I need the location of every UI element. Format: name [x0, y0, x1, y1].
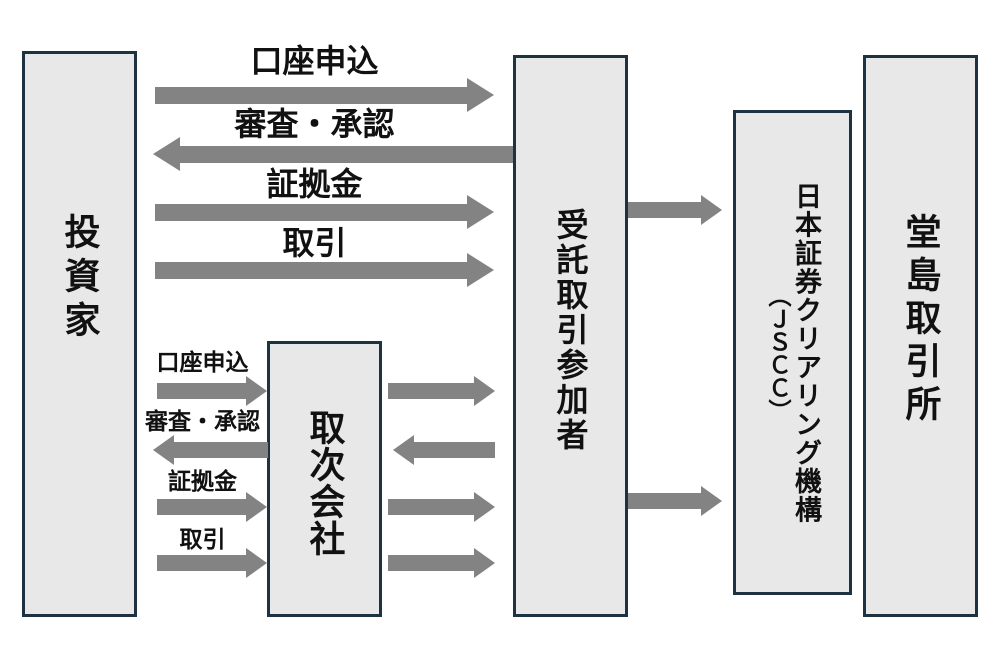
arrow-review-approval-participant-to-investor	[153, 137, 513, 171]
box-agent: 取次会社	[267, 341, 382, 617]
arrow-margin-investor-to-participant	[155, 195, 494, 229]
arrow-body	[628, 493, 701, 509]
arrow-head-right-icon	[467, 253, 494, 287]
arrow-trade-investor-to-agent	[157, 548, 267, 578]
arrow-head-left-icon	[153, 137, 180, 171]
arrow-head-right-icon	[467, 195, 494, 229]
flow-label-margin-agent: 証拠金	[168, 468, 237, 494]
box-jscc-paren-label: （ＪＳＣＣ）	[765, 283, 791, 422]
arrow-review-approval-agent-to-investor	[153, 435, 268, 465]
arrow-body	[155, 86, 467, 104]
arrow-participant-to-agent	[393, 435, 495, 465]
arrow-body	[388, 499, 474, 515]
arrow-head-right-icon	[474, 548, 495, 578]
arrow-head-right-icon	[467, 78, 494, 112]
arrow-agent-to-participant-3	[388, 548, 495, 578]
arrow-account-application-investor-to-agent	[157, 376, 267, 406]
flow-label-trade-agent: 取引	[179, 526, 226, 552]
flow-label-review-approval-agent: 審査・承認	[145, 408, 260, 434]
box-participant-label: 受託取引参加者	[552, 207, 589, 453]
flow-label-margin-top: 証拠金	[266, 166, 363, 202]
arrow-head-right-icon	[474, 376, 495, 406]
arrow-head-left-icon	[393, 435, 414, 465]
arrow-head-right-icon	[246, 492, 267, 522]
arrow-body	[157, 555, 246, 571]
flow-label-account-application-agent: 口座申込	[156, 349, 249, 375]
box-investor: 投資家	[22, 51, 137, 617]
box-jscc-label-group: （ＪＳＣＣ） 日本証券クリアリング機構	[765, 181, 821, 524]
box-participant: 受託取引参加者	[513, 55, 628, 617]
arrow-head-right-icon	[246, 376, 267, 406]
arrow-head-left-icon	[153, 435, 174, 465]
arrow-head-right-icon	[246, 548, 267, 578]
arrow-head-right-icon	[701, 486, 722, 516]
arrow-body	[628, 202, 701, 218]
arrow-body	[180, 145, 513, 163]
box-exchange-label: 堂島取引所	[900, 212, 942, 428]
box-jscc-main-label: 日本証券クリアリング機構	[791, 181, 821, 524]
arrow-margin-investor-to-agent	[157, 492, 267, 522]
arrow-agent-to-participant-1	[388, 376, 495, 406]
arrow-trade-investor-to-participant	[155, 253, 494, 287]
box-investor-label: 投資家	[59, 213, 101, 345]
arrow-body	[414, 442, 495, 458]
flow-label-review-approval-top: 審査・承認	[234, 106, 395, 142]
arrow-head-right-icon	[474, 492, 495, 522]
arrow-body	[157, 383, 246, 399]
arrow-agent-to-participant-2	[388, 492, 495, 522]
flow-label-account-application-top: 口座申込	[250, 43, 379, 79]
flow-label-trade-top: 取引	[282, 225, 347, 261]
arrow-participant-to-jscc-2	[628, 486, 722, 516]
arrow-account-application-investor-to-participant	[155, 78, 494, 112]
arrow-head-right-icon	[701, 195, 722, 225]
box-exchange: 堂島取引所	[863, 55, 978, 617]
arrow-body	[155, 203, 467, 221]
arrow-body	[174, 442, 268, 458]
box-jscc: （ＪＳＣＣ） 日本証券クリアリング機構	[733, 110, 852, 595]
arrow-body	[388, 555, 474, 571]
arrow-body	[155, 261, 467, 279]
arrow-body	[388, 383, 474, 399]
arrow-body	[157, 499, 246, 515]
box-agent-label: 取次会社	[304, 409, 346, 557]
arrow-participant-to-jscc-1	[628, 195, 722, 225]
